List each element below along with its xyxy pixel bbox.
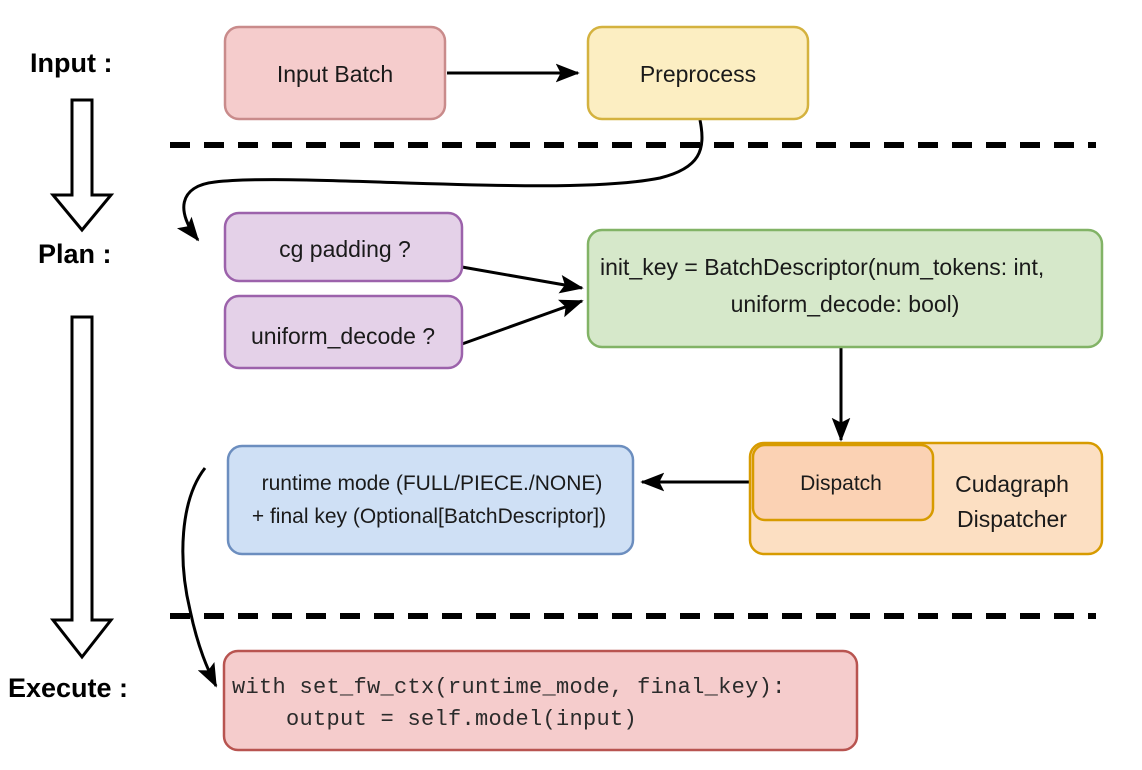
node-cudagraph-dispatcher-label-line2: Dispatcher — [957, 506, 1067, 532]
stage-label-execute: Execute : — [8, 673, 128, 703]
edge-uniform-decode-to-init-key — [461, 299, 584, 346]
edge-cg-padding-to-init-key — [461, 265, 584, 294]
node-uniform-decode-shape — [223, 294, 464, 370]
node-input-batch-label: Input Batch — [277, 61, 393, 87]
node-input-batch[interactable]: Input Batch — [223, 25, 447, 121]
node-runtime-mode[interactable]: runtime mode (FULL/PIECE./NONE) + final … — [226, 444, 635, 556]
node-dispatch-label: Dispatch — [800, 472, 882, 495]
node-init-key-shape — [586, 228, 1104, 349]
node-runtime-mode-label-line1: runtime mode (FULL/PIECE./NONE) — [262, 472, 603, 495]
node-init-key-label-line2: uniform_decode: bool) — [731, 291, 960, 317]
node-runtime-mode-label-line2: + final key (Optional[BatchDescriptor]) — [252, 505, 606, 528]
flow-arrow-input-to-plan-icon — [49, 98, 115, 233]
node-execute-code-shape — [222, 649, 859, 752]
stage-label-plan: Plan : — [38, 239, 112, 269]
node-cg-padding-shape — [223, 211, 464, 283]
node-dispatch[interactable]: Dispatch — [751, 443, 935, 522]
node-preprocess[interactable]: Preprocess — [586, 25, 810, 121]
node-runtime-mode-shape — [226, 444, 635, 556]
node-init-key[interactable]: init_key = BatchDescriptor(num_tokens: i… — [586, 228, 1104, 349]
node-uniform-decode-label: uniform_decode ? — [251, 323, 435, 349]
node-cudagraph-dispatcher-label-line1: Cudagraph — [955, 471, 1069, 497]
edge-runtime-mode-to-execute-code — [181, 467, 218, 688]
node-preprocess-label: Preprocess — [640, 61, 756, 87]
stage-label-input: Input : — [30, 48, 112, 78]
node-preprocess-shape — [586, 25, 810, 121]
node-cg-padding-label: cg padding ? — [279, 236, 411, 262]
flow-arrow-plan-to-execute-icon — [49, 315, 115, 660]
node-uniform-decode[interactable]: uniform_decode ? — [223, 294, 464, 370]
node-execute-code[interactable]: with set_fw_ctx(runtime_mode, final_key)… — [222, 649, 859, 752]
node-init-key-label-line1: init_key = BatchDescriptor(num_tokens: i… — [600, 254, 1044, 280]
node-cg-padding[interactable]: cg padding ? — [223, 211, 464, 283]
node-dispatch-shape — [751, 443, 935, 522]
node-execute-code-line1: with set_fw_ctx(runtime_mode, final_key)… — [232, 675, 786, 700]
node-execute-code-line2: output = self.model(input) — [232, 707, 637, 732]
edge-preprocess-to-cg-padding — [176, 119, 704, 242]
node-input-batch-shape — [223, 25, 447, 121]
